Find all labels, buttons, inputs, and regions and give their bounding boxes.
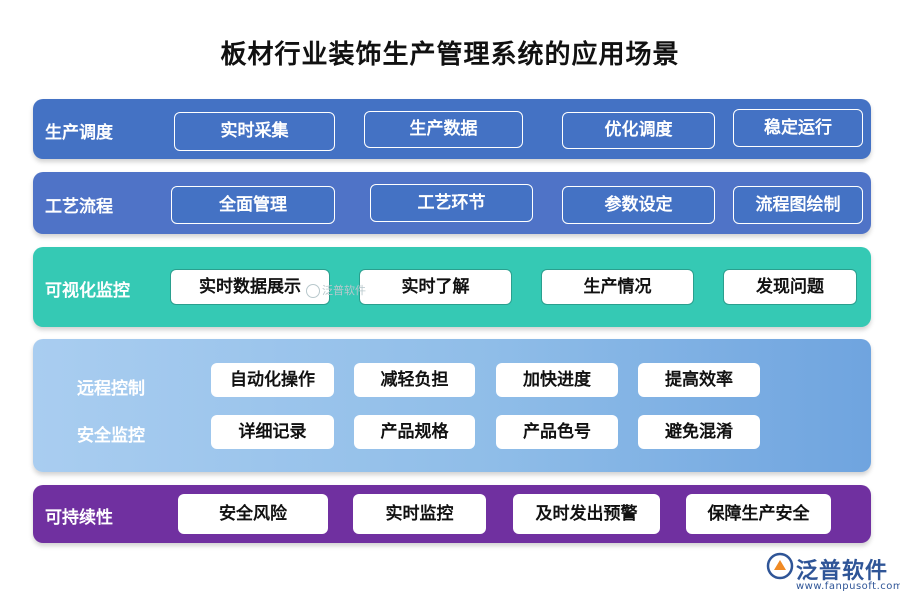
band-remote-security: 远程控制 安全监控 自动化操作 减轻负担 加快进度 提高效率 详细记录 产品规格…	[33, 339, 871, 472]
item-box: 及时发出预警	[513, 494, 660, 534]
item-box: 实时采集	[174, 112, 335, 151]
band-visual-monitoring: 可视化监控 实时数据展示 实时了解 生产情况 发现问题	[33, 247, 871, 327]
item-box: 生产数据	[364, 111, 523, 148]
item-box: 提高效率	[638, 363, 760, 397]
item-box: 详细记录	[211, 415, 334, 449]
item-box: 生产情况	[541, 269, 694, 305]
item-box: 减轻负担	[354, 363, 475, 397]
band-label: 可视化监控	[45, 281, 130, 301]
band-process-flow: 工艺流程 全面管理 工艺环节 参数设定 流程图绘制	[33, 172, 871, 234]
band-sustainability: 可持续性 安全风险 实时监控 及时发出预警 保障生产安全	[33, 485, 871, 543]
watermark: 泛普软件	[306, 282, 366, 298]
item-box: 产品色号	[496, 415, 618, 449]
item-box: 流程图绘制	[733, 186, 863, 224]
brand-url: www.fanpusoft.com	[796, 581, 900, 592]
item-box: 加快进度	[496, 363, 618, 397]
band-label: 生产调度	[45, 123, 113, 143]
item-box: 发现问题	[723, 269, 857, 305]
item-box: 自动化操作	[211, 363, 334, 397]
band-production-scheduling: 生产调度 实时采集 生产数据 优化调度 稳定运行	[33, 99, 871, 159]
watermark-icon	[306, 284, 320, 298]
band-label: 工艺流程	[45, 197, 113, 217]
band-label: 远程控制	[77, 379, 145, 399]
item-box: 参数设定	[562, 186, 715, 224]
band-label: 可持续性	[45, 508, 113, 528]
item-box: 保障生产安全	[686, 494, 831, 534]
item-box: 安全风险	[178, 494, 328, 534]
item-box: 实时监控	[353, 494, 486, 534]
brand-logo: 泛普软件 www.fanpusoft.com	[766, 552, 900, 596]
item-box: 优化调度	[562, 112, 715, 149]
item-box: 产品规格	[354, 415, 475, 449]
item-box: 实时了解	[359, 269, 512, 305]
item-box: 实时数据展示	[170, 269, 330, 305]
band-label: 安全监控	[77, 426, 145, 446]
item-box: 工艺环节	[370, 184, 533, 222]
page-title: 板材行业装饰生产管理系统的应用场景	[220, 40, 680, 70]
brand-name: 泛普软件	[796, 559, 889, 584]
item-box: 避免混淆	[638, 415, 760, 449]
brand-logo-icon	[766, 552, 794, 580]
watermark-text: 泛普软件	[322, 284, 366, 297]
item-box: 全面管理	[171, 186, 335, 224]
item-box: 稳定运行	[733, 109, 863, 147]
